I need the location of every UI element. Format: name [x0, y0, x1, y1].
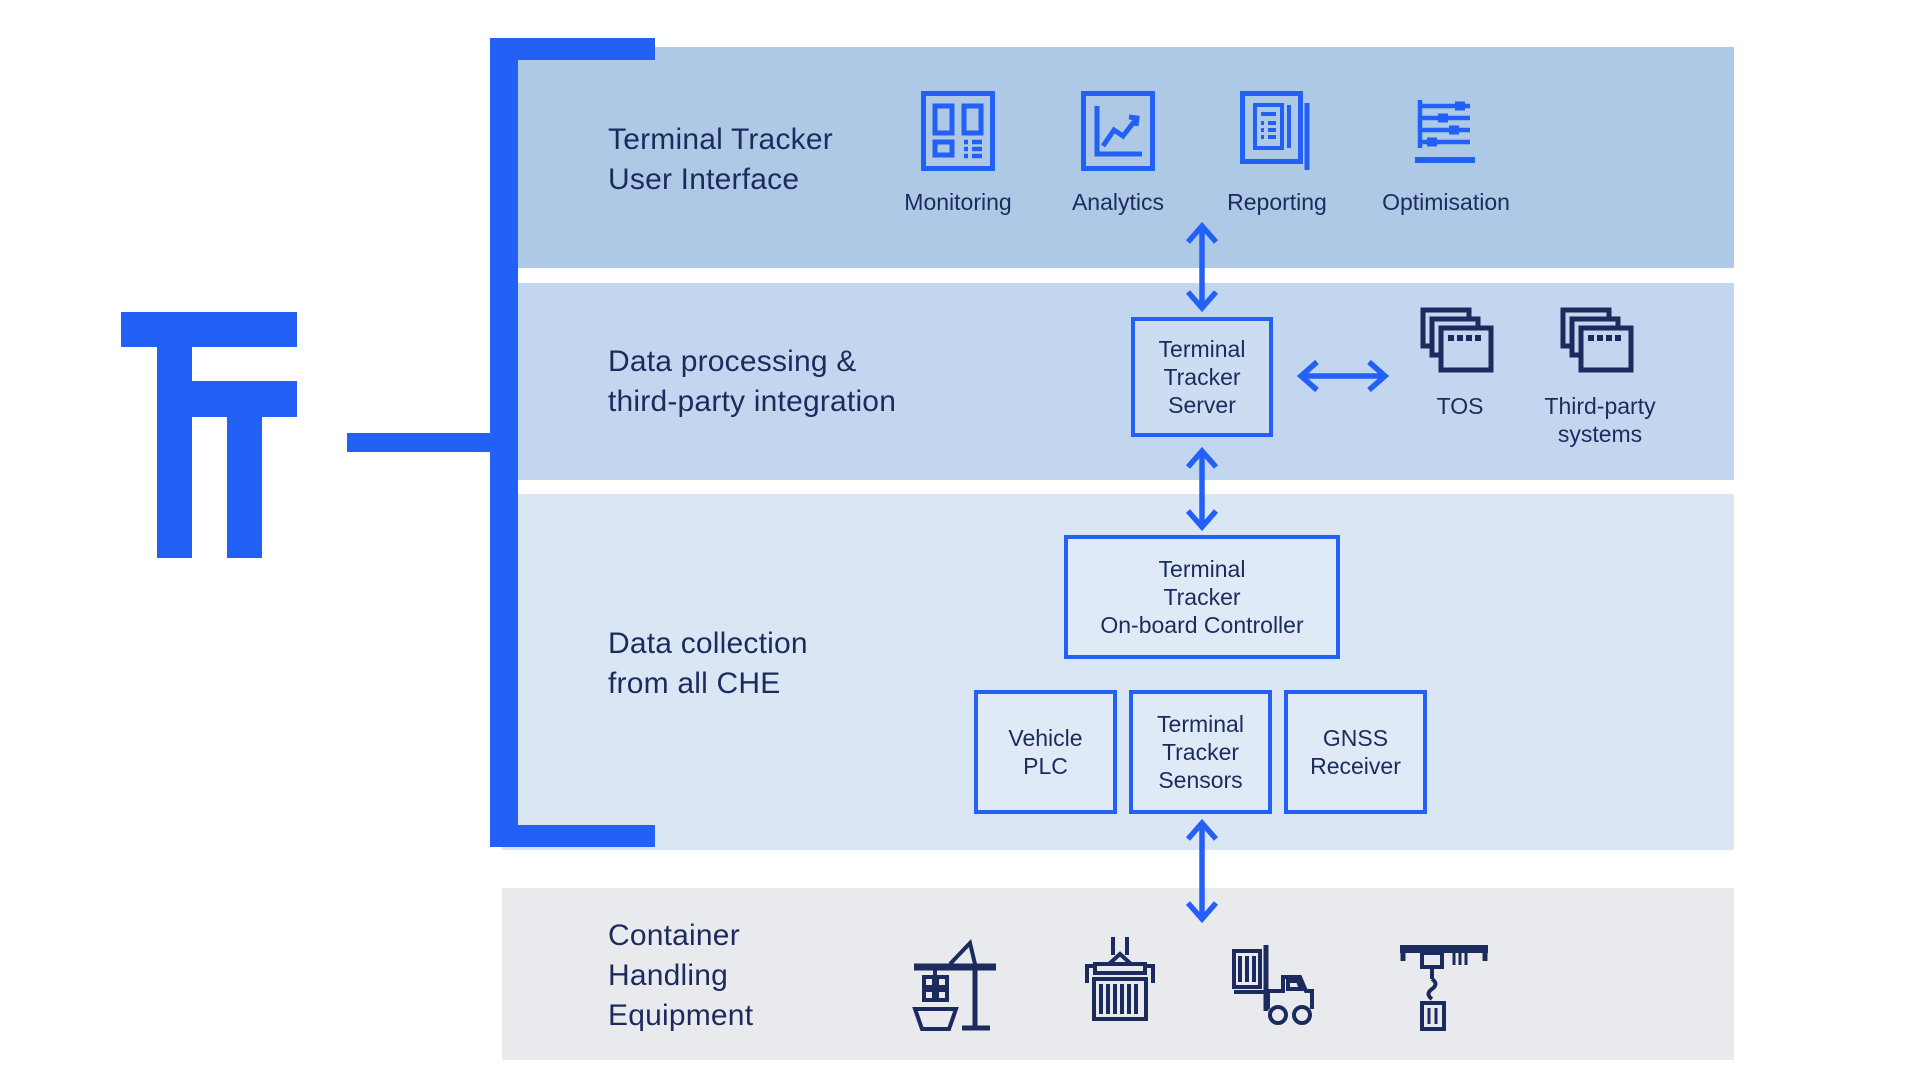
- box-line: Receiver: [1310, 753, 1401, 779]
- section-title-data-collection: Data collection from all CHE: [608, 624, 808, 704]
- box-line: Terminal: [1157, 711, 1244, 737]
- box-line: Tracker: [1163, 584, 1241, 610]
- section-title-container-handling: Container Handling Equipment: [608, 916, 753, 1036]
- label-line: Third-party: [1544, 393, 1656, 419]
- window-stack-icon: [1420, 307, 1494, 373]
- sliders-icon: [1415, 100, 1475, 163]
- title-line: from all CHE: [608, 667, 781, 700]
- feature-reporting: Reporting: [1192, 90, 1362, 216]
- title-line: User Interface: [608, 163, 800, 196]
- box-line: On-board Controller: [1100, 612, 1304, 638]
- arrow-sensors-to-equipment: [1183, 818, 1221, 924]
- feature-label: Reporting: [1227, 189, 1327, 215]
- feature-label: Optimisation: [1382, 189, 1510, 215]
- feature-optimisation: Optimisation: [1361, 90, 1531, 216]
- arrow-server-to-onboard: [1183, 446, 1221, 532]
- arrow-ui-to-server: [1183, 221, 1221, 313]
- bracket-bottom-arm: [490, 825, 655, 847]
- title-line: third-party integration: [608, 385, 897, 418]
- terminal-tracker-logo: [227, 381, 262, 558]
- box-line: Terminal: [1158, 556, 1246, 582]
- ship-to-shore-crane-icon: [908, 933, 1012, 1041]
- bracket-vertical-bar: [490, 38, 518, 847]
- box-line: Terminal: [1158, 336, 1246, 362]
- terminal-tracker-sensors-box: Terminal Tracker Sensors: [1129, 690, 1272, 814]
- third-party-label: Third-party systems: [1544, 392, 1655, 448]
- box-line: Server: [1168, 392, 1236, 418]
- tos-system: TOS: [1408, 306, 1512, 420]
- band-user-interface: [502, 47, 1734, 268]
- band-data-collection: [502, 494, 1734, 850]
- label-line: systems: [1557, 421, 1643, 447]
- title-line: Equipment: [608, 999, 754, 1032]
- title-line: Data processing &: [608, 345, 857, 378]
- box-line: Sensors: [1158, 767, 1243, 793]
- spreader-with-container-icon: [1068, 933, 1172, 1041]
- gnss-receiver-box: GNSS Receiver: [1284, 690, 1427, 814]
- terminal-tracker-logo: [157, 312, 192, 558]
- box-line: Tracker: [1161, 739, 1240, 765]
- box-line: Tracker: [1163, 364, 1241, 390]
- box-line: Vehicle: [1008, 725, 1083, 751]
- terminal-tracker-server-box: Terminal Tracker Server: [1131, 317, 1273, 437]
- arrow-server-to-tos: [1296, 357, 1390, 395]
- vehicle-plc-box: Vehicle PLC: [974, 690, 1117, 814]
- box-line: PLC: [1023, 753, 1068, 779]
- title-line: Handling: [608, 959, 729, 992]
- third-party-systems: Third-party systems: [1500, 306, 1700, 448]
- onboard-controller-box: Terminal Tracker On-board Controller: [1064, 535, 1340, 659]
- terminal-tracker-logo: [121, 312, 297, 347]
- bracket-top-arm: [490, 38, 655, 60]
- feature-monitoring: Monitoring: [873, 90, 1043, 216]
- section-title-user-interface: Terminal Tracker User Interface: [608, 120, 833, 200]
- title-line: Container: [608, 919, 740, 952]
- feature-analytics: Analytics: [1033, 90, 1203, 216]
- box-line: GNSS: [1322, 725, 1389, 751]
- stacking-crane-icon: [1392, 933, 1496, 1041]
- section-title-data-processing: Data processing & third-party integratio…: [608, 342, 896, 422]
- logo-connector-line: [347, 433, 493, 452]
- line-chart-icon: [1081, 91, 1155, 171]
- window-stack-icon: [1560, 307, 1634, 373]
- tos-label: TOS: [1436, 393, 1484, 419]
- band-data-processing: [502, 283, 1734, 480]
- feature-label: Analytics: [1071, 189, 1165, 215]
- feature-label: Monitoring: [904, 189, 1012, 215]
- title-line: Data collection: [608, 627, 808, 660]
- reach-stacker-icon: [1226, 933, 1330, 1041]
- title-line: Terminal Tracker: [608, 123, 833, 156]
- report-document-icon: [1240, 91, 1310, 170]
- dashboard-icon: [921, 91, 995, 171]
